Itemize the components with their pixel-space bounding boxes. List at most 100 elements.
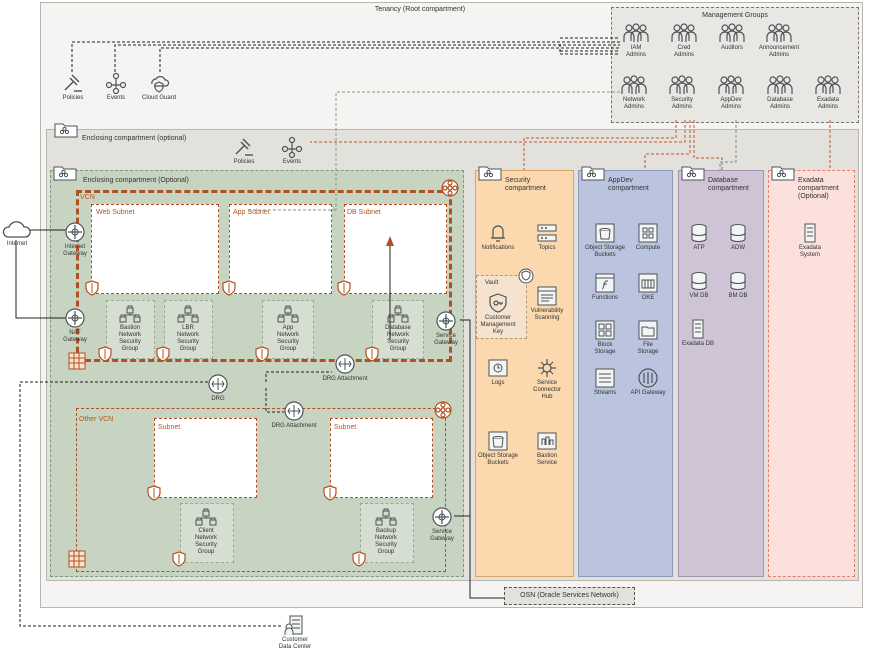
functions-label: Functions [591, 295, 618, 301]
service-connector-hub-icon [536, 357, 558, 381]
compute-icon [637, 222, 659, 246]
exadata-system-label: Exadata System [798, 245, 822, 258]
enclosing-compartment-title: Enclosing compartment (optional) [82, 135, 187, 142]
api-gateway-label: API Gateway [630, 390, 666, 396]
drg-icon [207, 373, 229, 397]
other-vcn-title: Other VCN [79, 416, 114, 423]
oke-label: OKE [641, 295, 655, 301]
bm-db-icon [727, 270, 749, 294]
bastion-nsg-icon [117, 304, 143, 326]
other-route-table-icon [68, 550, 86, 570]
bastion-nsg-label: Bastion Network Security Group [118, 325, 141, 352]
vcn-icon [440, 178, 460, 200]
logs-label: Logs [491, 380, 505, 386]
customer-management-key-label: Customer Management Key [480, 315, 516, 335]
iam-admins-label: IAM Admins [625, 45, 646, 58]
policies-icon [62, 72, 84, 96]
client-nsg-shield-icon [172, 551, 186, 569]
network-admins-label: Network Admins [622, 97, 645, 110]
policies-label: Policies [62, 95, 84, 101]
other-drg-attachment-label: DRG Attachment [271, 423, 317, 429]
exadata-db-label: Exadata DB [681, 341, 715, 347]
vcn-service-gateway-icon [435, 310, 457, 334]
vault-title: Vault [485, 280, 499, 286]
exadata-system-icon [801, 222, 819, 246]
vulnerability-scanning-label: Vulnerability Scanning [530, 308, 564, 321]
notifications-label: Notifications [481, 245, 515, 251]
security-compartment-icon [478, 165, 502, 183]
backup-nsg-label: Backup Network Security Group [374, 528, 397, 555]
vcn-service-gateway-label: Service Gateway [434, 333, 458, 346]
file-storage-label: File Storage [637, 342, 659, 355]
client-nsg-label: Client Network Security Group [194, 528, 217, 555]
announcement-admins-icon [764, 22, 794, 46]
internet-icon [1, 220, 33, 242]
network-admins-icon [619, 74, 649, 98]
database-admins-icon [765, 74, 795, 98]
compute-label: Compute [635, 245, 661, 251]
app-subnet-title: App Subnet [233, 209, 270, 216]
network-compartment-title: Enclosing compartment (Optional) [83, 177, 189, 184]
network-compartment-icon [53, 165, 77, 183]
nat-gateway-icon [64, 307, 86, 331]
announcement-admins-label: Announcement Admins [758, 45, 800, 58]
nsg-lbr-box [164, 300, 213, 359]
other-subnet-1-title: Subnet [158, 424, 181, 431]
atp-label: ATP [693, 245, 705, 251]
logs-icon [487, 357, 509, 381]
iam-admins-icon [621, 22, 651, 46]
lbr-nsg-label: LBR Network Security Group [176, 325, 199, 352]
security-object-storage-icon [487, 430, 509, 454]
bastion-service-label: Bastion Service [536, 453, 557, 466]
internet-label: Internet [6, 241, 28, 247]
vm-db-icon [688, 270, 710, 294]
db-subnet-title: DB Subnet [347, 209, 381, 216]
cred-admins-label: Cred Admins [673, 45, 694, 58]
security-admins-label: Security Admins [671, 97, 693, 110]
enclosing-policies-icon [233, 136, 255, 160]
api-gateway-icon [637, 367, 659, 391]
backup-nsg-icon [373, 507, 399, 529]
streams-label: Streams [593, 390, 617, 396]
service-connector-hub-label: Service Connector Hub [533, 380, 561, 400]
functions-icon [594, 272, 616, 296]
management-groups-title: Management Groups [702, 12, 768, 19]
backup-nsg-shield-icon [352, 551, 366, 569]
exadata-compartment-icon [771, 165, 795, 183]
appdev-object-storage-label: Object Storage Buckets [584, 245, 626, 258]
db-nsg-shield-icon [365, 346, 379, 364]
app-nsg-label: App Network Security Group [276, 325, 299, 352]
nsg-backup-box [360, 503, 414, 563]
enclosing-compartment-icon [54, 122, 78, 140]
internet-gateway-label: Internet Gateway [63, 244, 87, 257]
vcn-drg-attachment-label: DRG Attachment [322, 376, 368, 382]
block-storage-icon [594, 319, 616, 343]
enclosing-policies-label: Policies [233, 159, 255, 165]
other-subnet-2-security-list-icon [323, 485, 337, 503]
app-nsg-icon [275, 304, 301, 326]
adw-label: ADW [731, 245, 745, 251]
vm-db-label: VM DB [689, 293, 709, 299]
web-subnet-security-list-icon [85, 280, 99, 298]
client-nsg-icon [193, 507, 219, 529]
osn-box [504, 587, 635, 605]
db-subnet-security-list-icon [337, 280, 351, 298]
database-admins-label: Database Admins [767, 97, 793, 110]
exadata-db-icon [689, 318, 707, 342]
other-service-gateway-icon [431, 506, 453, 530]
web-subnet [91, 204, 219, 294]
security-admins-icon [667, 74, 697, 98]
tenancy-title: Tenancy (Root compartment) [374, 6, 466, 13]
cloud-guard-label: Cloud Guard [141, 95, 177, 101]
db-subnet [344, 204, 447, 294]
auditors-icon [717, 22, 747, 46]
other-drg-attachment-icon [283, 400, 305, 424]
bastion-nsg-shield-icon [98, 346, 112, 364]
events-icon [105, 72, 127, 96]
nsg-db-box [372, 300, 424, 359]
enclosing-events-icon [281, 136, 303, 160]
osn-label: OSN (Oracle Services Network) [520, 592, 619, 599]
customer-management-key-icon [487, 292, 509, 316]
other-subnet-2 [330, 418, 433, 498]
streams-icon [594, 367, 616, 391]
